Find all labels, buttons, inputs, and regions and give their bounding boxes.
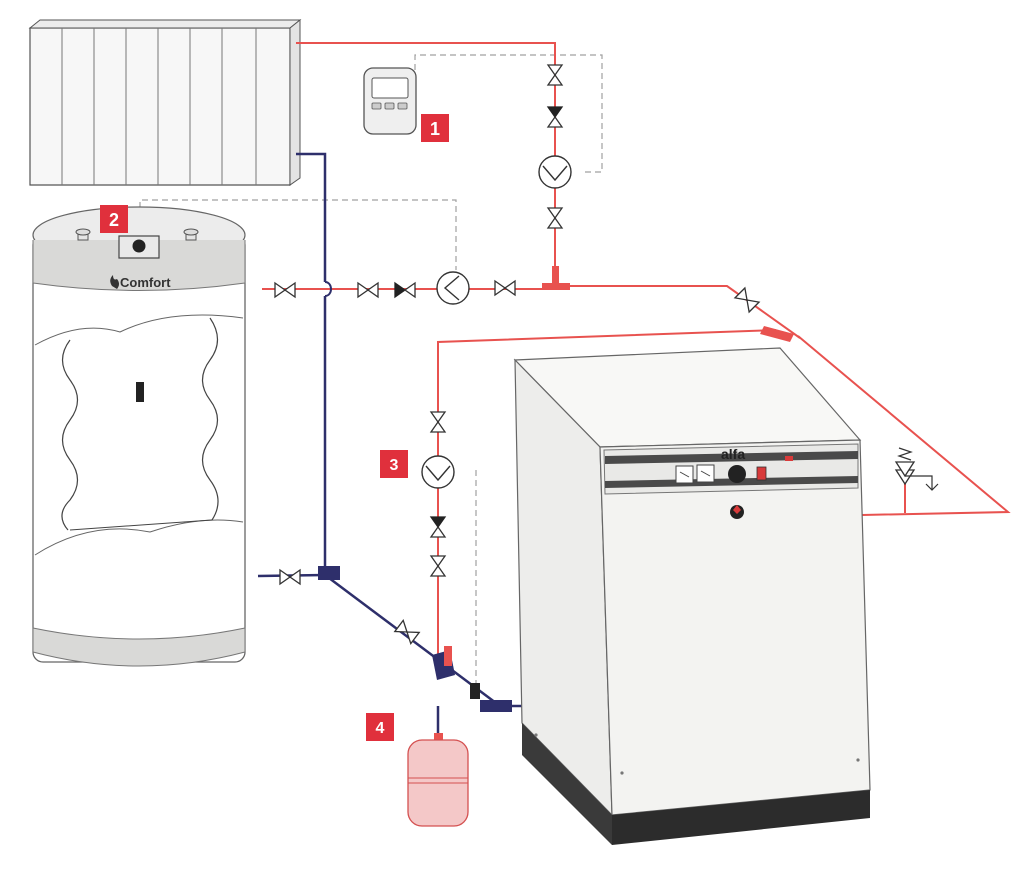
valve-icon: [429, 555, 447, 577]
safety-valve: [894, 447, 939, 491]
check-valve-icon: [394, 281, 416, 299]
check-valve-icon: [429, 516, 447, 538]
tank-liner-bottom: [34, 519, 244, 556]
coil-left: [61, 339, 79, 531]
svg-text:3: 3: [390, 457, 399, 474]
boiler: alfa: [513, 347, 871, 845]
svg-text:2: 2: [109, 210, 119, 230]
room-thermostat: [363, 67, 417, 135]
pump-icon: [436, 271, 470, 305]
valve-icon: [546, 207, 564, 229]
valve-icon: [279, 568, 301, 586]
tank-liner-top: [34, 314, 244, 346]
valve-icon: [546, 64, 564, 86]
callout-badges: 1 2 3 4: [100, 114, 449, 741]
boiler-emblem-icon: [730, 505, 744, 519]
radiator: [28, 18, 302, 186]
callout-badge-2: 2: [100, 205, 128, 233]
callout-badge-1: 1: [421, 114, 449, 142]
pipe-fittings: [318, 266, 794, 712]
expansion-vessel: [407, 733, 469, 827]
valve-icon: [429, 411, 447, 433]
valve-icon: [357, 281, 379, 299]
pumps: [421, 155, 572, 489]
valve-icon: [494, 279, 516, 297]
tank-thermostat: [118, 235, 160, 259]
tank-sensor: [136, 382, 144, 402]
coil-right: [201, 317, 219, 521]
hot-water-tank: Comfort: [32, 206, 246, 667]
valve-icon: [274, 281, 296, 299]
pump-icon: [538, 155, 572, 189]
valve-icon: [733, 286, 761, 314]
pump-icon: [421, 455, 455, 489]
tank-ports: [75, 228, 199, 241]
svg-text:1: 1: [430, 119, 440, 139]
valves: [274, 64, 761, 645]
valve-icon: [393, 619, 421, 645]
check-valves: [394, 106, 564, 538]
tank-brand-label: Comfort: [120, 275, 171, 290]
tank-brand-logo: [110, 275, 119, 289]
boiler-brand-label: alfa: [721, 446, 745, 462]
pipe-crossover: [324, 281, 332, 297]
boiler-control-panel: [603, 443, 859, 495]
svg-text:4: 4: [376, 720, 385, 737]
callout-badge-3: 3: [380, 450, 408, 478]
callout-badge-4: 4: [366, 713, 394, 741]
check-valve-icon: [546, 106, 564, 128]
